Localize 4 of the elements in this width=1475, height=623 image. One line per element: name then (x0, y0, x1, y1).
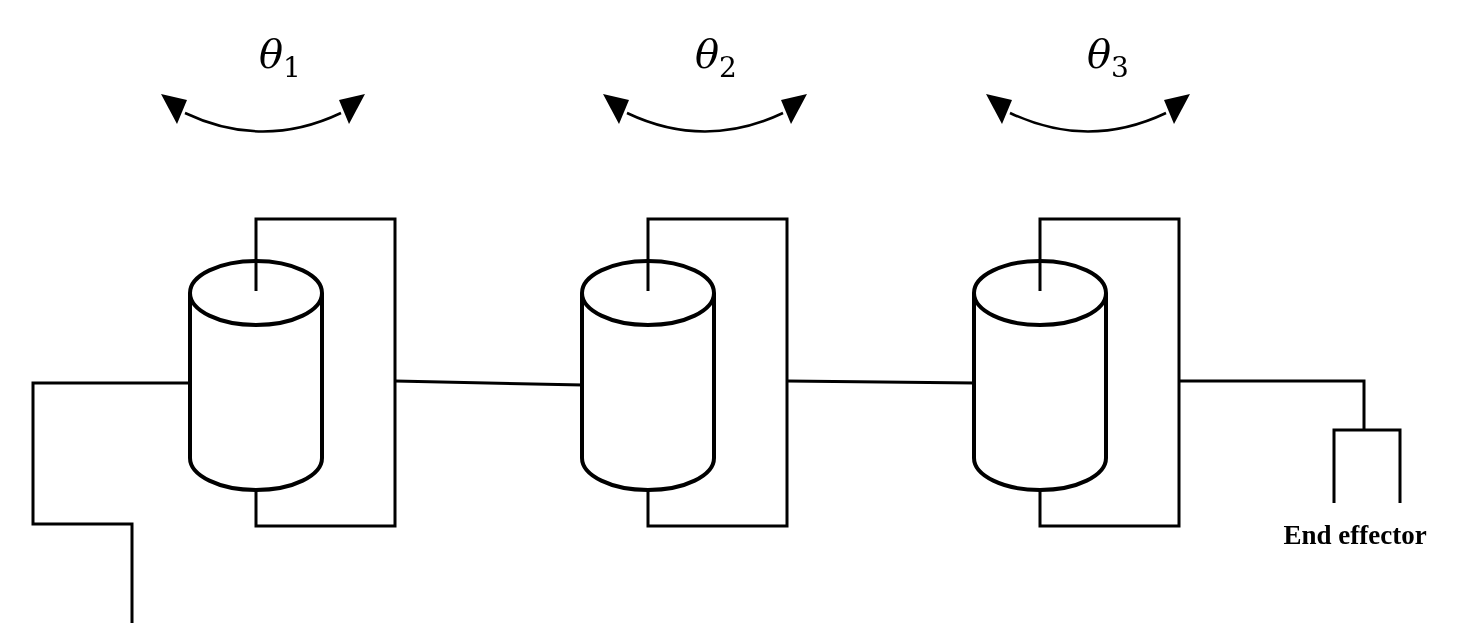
joint-angle-label: θ$_{3}$ (1087, 34, 1129, 82)
joint-angle-label: θ$_{1}$ (259, 34, 301, 82)
part-label: End effector (1283, 521, 1427, 549)
joint-angle-label: θ$_{2}$ (695, 34, 737, 82)
